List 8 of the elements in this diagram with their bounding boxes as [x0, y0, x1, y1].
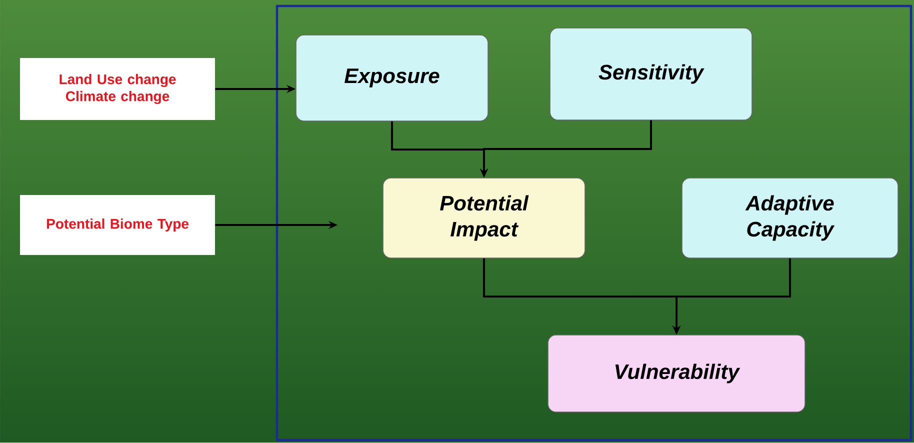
process-box: Sensitivity [550, 28, 752, 120]
frame-box [276, 4, 912, 442]
input-label: Land Use change Climate change [20, 58, 215, 120]
input-label: Potential Biome Type [20, 195, 215, 255]
process-box: Potential Impact [382, 178, 586, 258]
process-box: Exposure [296, 34, 488, 122]
process-box: Vulnerability [548, 334, 806, 412]
process-box: Adaptive Capacity [682, 178, 898, 258]
